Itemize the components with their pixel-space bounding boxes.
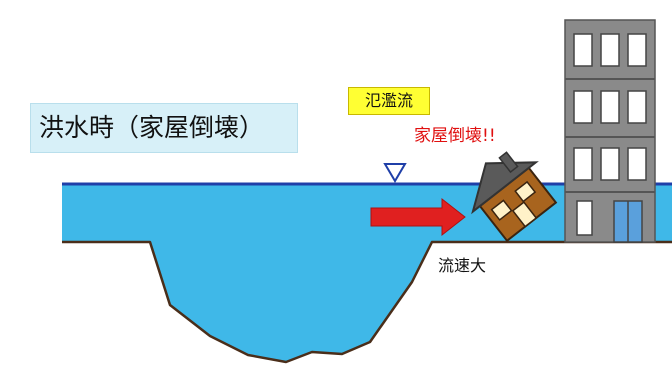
house-icon bbox=[471, 151, 558, 243]
house-collapse-label: 家屋倒壊!! bbox=[414, 126, 496, 146]
flow-arrow-icon bbox=[370, 197, 466, 237]
flood-flow-label: 氾濫流 bbox=[348, 87, 430, 115]
building-icon bbox=[564, 19, 656, 243]
high-velocity-label: 流速大 bbox=[438, 256, 487, 275]
water-level-marker-icon bbox=[383, 163, 407, 183]
ground-outline bbox=[62, 240, 672, 364]
title-label: 洪水時（家屋倒壊） bbox=[30, 103, 298, 153]
